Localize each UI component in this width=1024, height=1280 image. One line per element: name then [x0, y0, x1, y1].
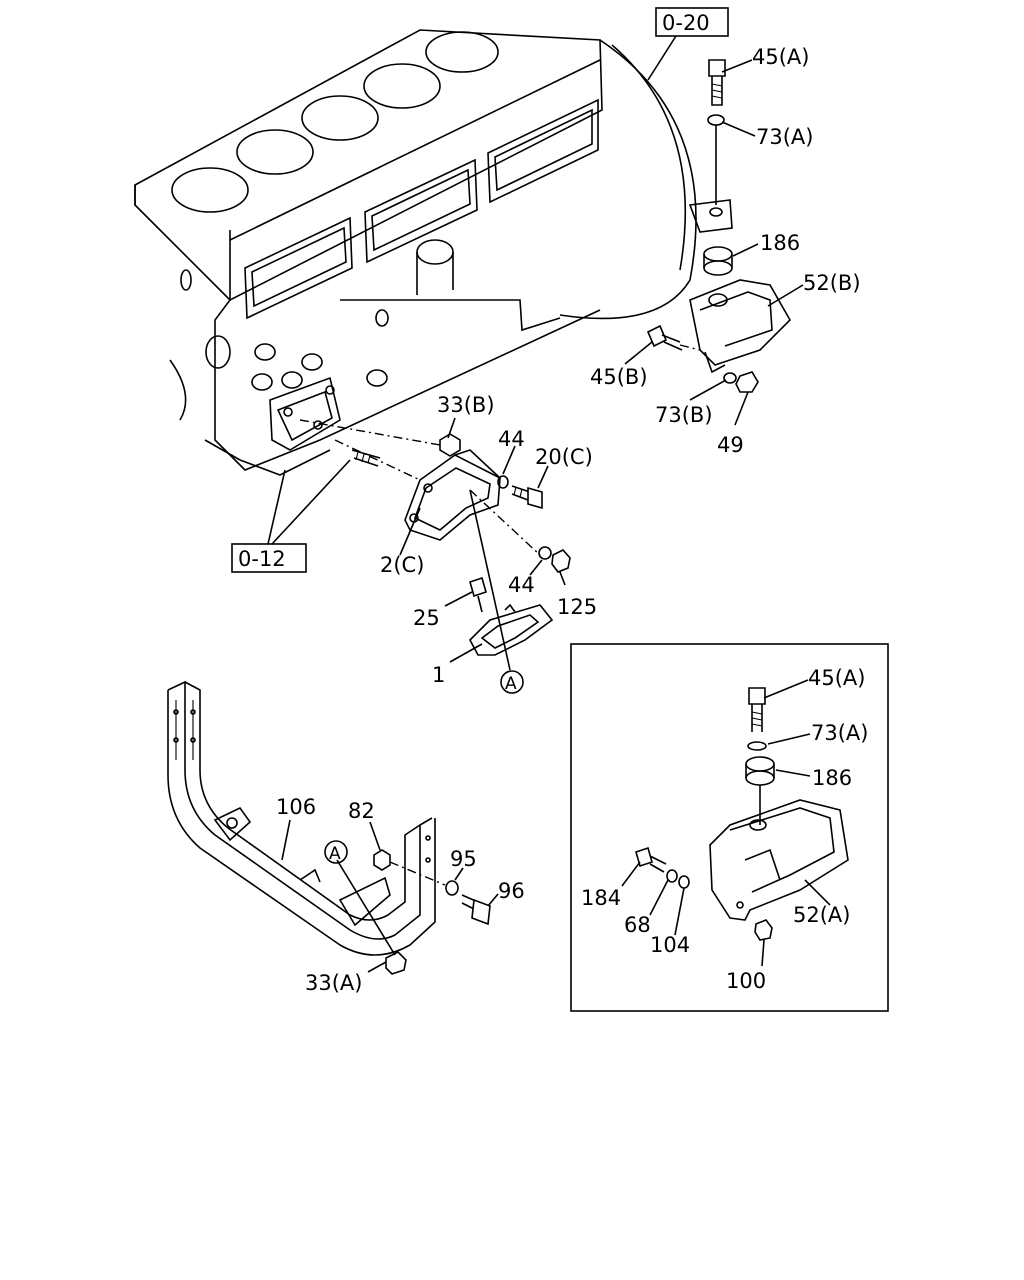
inset-label-52a: 52(A) — [793, 903, 850, 927]
label-186-top: 186 — [760, 231, 800, 255]
crossmember-assembly — [167, 680, 491, 975]
part-labels: 45(A) 73(A) 186 52(B) 45(B) 73(B) 49 33(… — [276, 45, 868, 995]
engine-block — [134, 29, 697, 476]
circle-marker-a-lower: A — [324, 840, 348, 864]
label-44-lower: 44 — [508, 573, 535, 597]
inset-label-73a: 73(A) — [811, 721, 868, 745]
ref-box-0-12: 0-12 — [231, 459, 351, 573]
label-20c: 20(C) — [535, 445, 593, 469]
inset-label-104: 104 — [650, 933, 690, 957]
label-49: 49 — [717, 433, 744, 457]
ref-box-0-12-label: 0-12 — [238, 547, 286, 571]
label-73b: 73(B) — [655, 403, 713, 427]
label-33b: 33(B) — [437, 393, 495, 417]
label-25: 25 — [413, 606, 440, 630]
label-95: 95 — [450, 847, 477, 871]
ref-box-0-20-label: 0-20 — [662, 11, 710, 35]
inset-panel — [570, 643, 889, 1012]
inset-label-68: 68 — [624, 913, 651, 937]
label-125: 125 — [557, 595, 597, 619]
label-44-upper: 44 — [498, 427, 525, 451]
inset-label-45a: 45(A) — [808, 666, 865, 690]
label-1: 1 — [432, 663, 445, 687]
label-82: 82 — [348, 799, 375, 823]
label-2c: 2(C) — [380, 553, 424, 577]
circle-marker-a-lower-label: A — [329, 844, 341, 864]
leader-lines — [281, 59, 831, 973]
ref-box-0-20: 0-20 — [647, 7, 729, 81]
rear-mount-assembly — [646, 59, 791, 393]
inset-label-186: 186 — [812, 766, 852, 790]
label-106: 106 — [276, 795, 316, 819]
label-96: 96 — [498, 879, 525, 903]
front-bracket-assembly — [299, 419, 571, 671]
label-52b: 52(B) — [803, 271, 861, 295]
circle-marker-a-upper-label: A — [505, 674, 517, 694]
inset-label-100: 100 — [726, 969, 766, 993]
label-45a-top: 45(A) — [752, 45, 809, 69]
circle-marker-a-upper: A — [500, 670, 524, 694]
inset-label-184: 184 — [581, 886, 621, 910]
label-73a-top: 73(A) — [756, 125, 813, 149]
label-33a: 33(A) — [305, 971, 362, 995]
label-45b: 45(B) — [590, 365, 648, 389]
